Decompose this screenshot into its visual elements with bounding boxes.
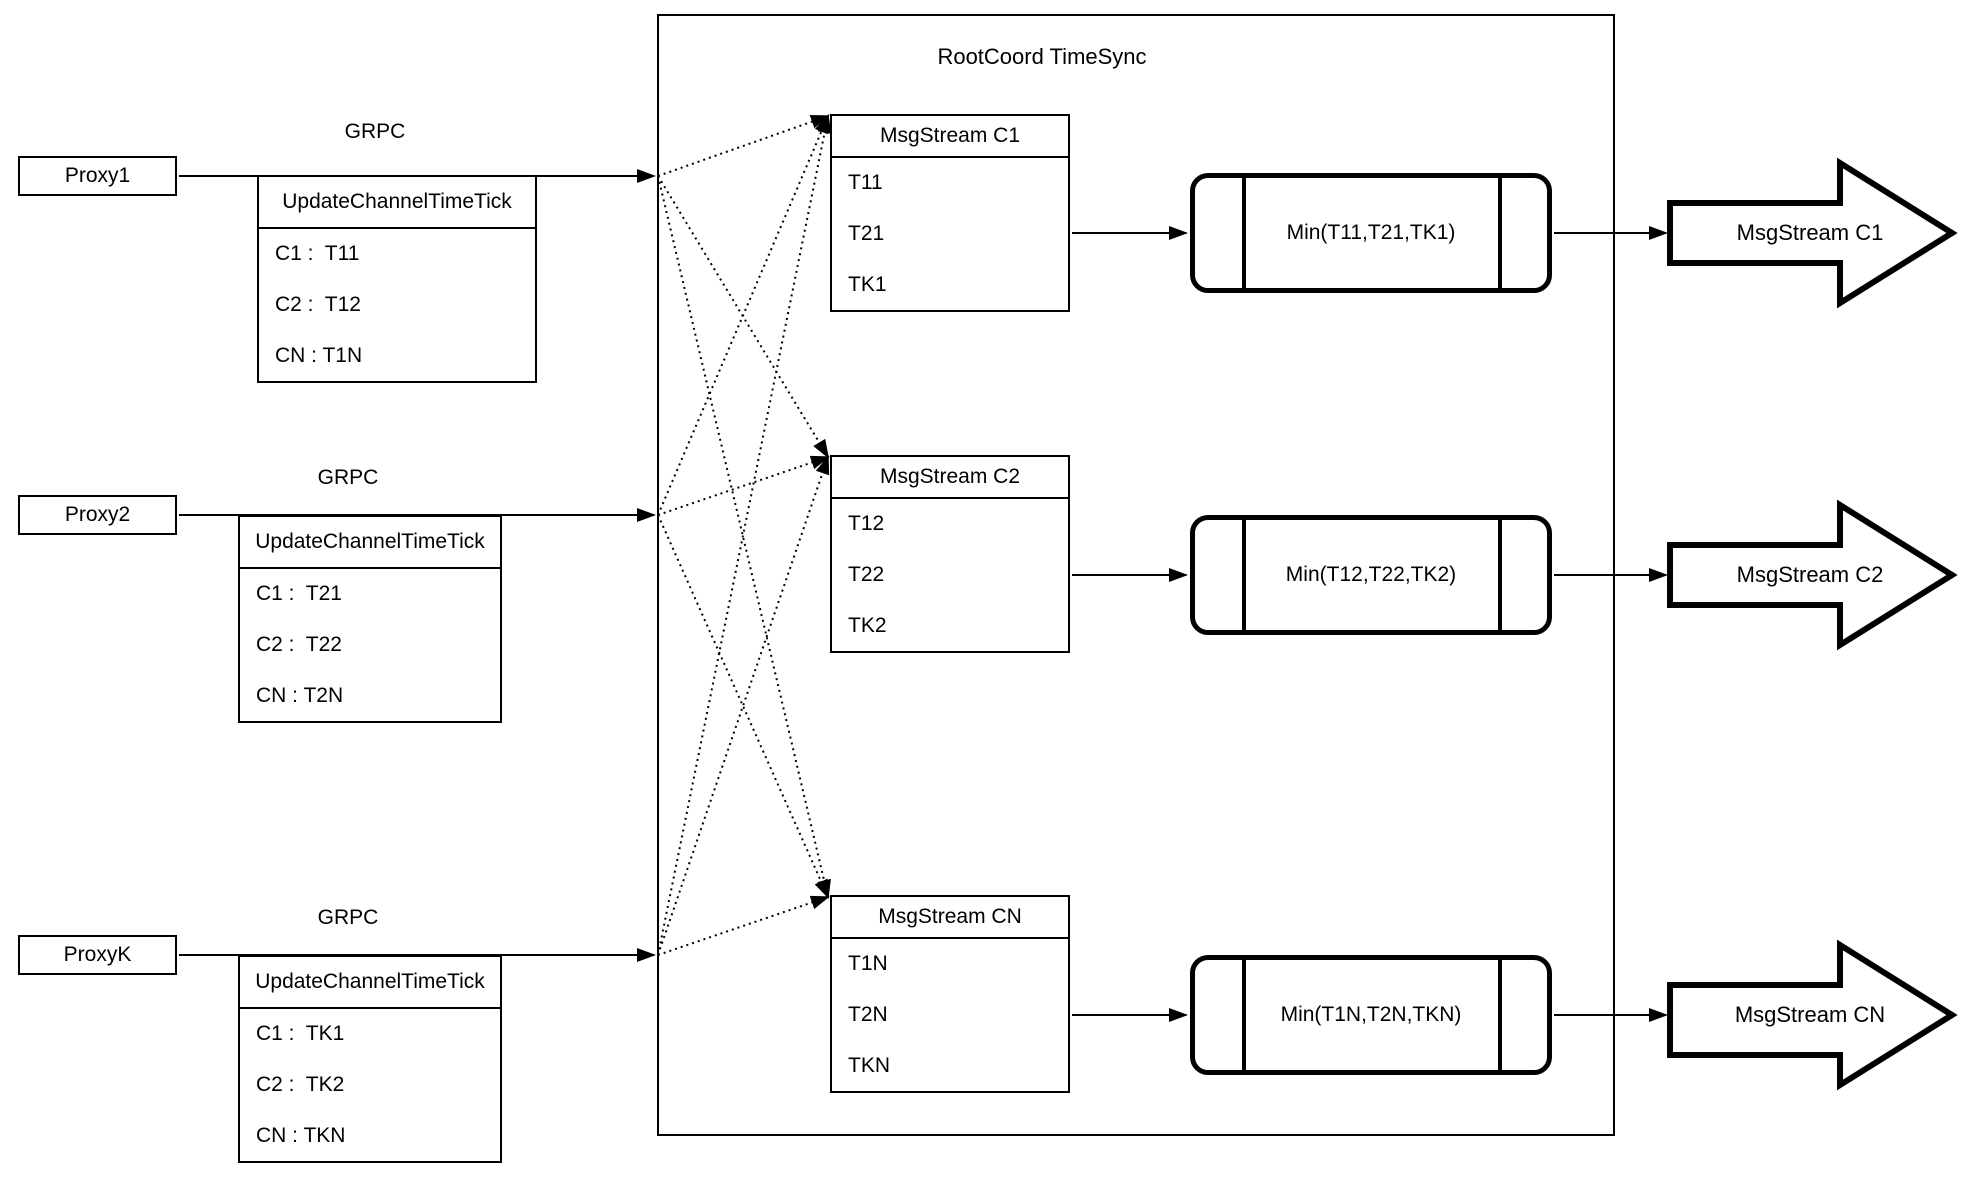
pill-divider-left [1242, 178, 1246, 288]
table-title: UpdateChannelTimeTick [240, 517, 500, 569]
table-row: T21 [848, 222, 885, 245]
pill-divider-right [1498, 178, 1502, 288]
table-row: C1 : T21 [256, 582, 342, 606]
table-row: C2 : T12 [275, 293, 361, 316]
table-row: TK2 [848, 613, 887, 637]
out-arrow-shape-c1 [1667, 157, 1958, 309]
table-row: T1N [848, 952, 888, 976]
table-row: TKN [848, 1053, 890, 1077]
out-arrow-label-c1: MsgStream C1 [1736, 220, 1884, 245]
out-arrow-label-cn: MsgStream CN [1734, 1002, 1886, 1027]
msgstream-c2-table: MsgStream C2 T12 T22 TK2 [830, 455, 1070, 653]
min-pill-c1: Min(T11,T21,TK1) [1190, 173, 1552, 293]
msgstream-c1-table: MsgStream C1 T11 T21 TK1 [830, 114, 1070, 312]
table-row: CN : TKN [256, 1123, 346, 1147]
update-channel-timetick-table-1: UpdateChannelTimeTick C1 : T11 C2 : T12 … [257, 175, 537, 383]
dotted-link-pk-c1 [657, 114, 832, 956]
grpc-label-1: GRPC [344, 120, 406, 143]
rootcoord-timesync-title: RootCoord TimeSync [937, 44, 1147, 69]
dotted-link-p1-c1 [657, 115, 830, 177]
pill-divider-right [1498, 520, 1502, 630]
table-row: T12 [848, 512, 885, 536]
table-row: T22 [848, 563, 885, 586]
table-row: T11 [848, 171, 883, 195]
table-row: T2N [848, 1003, 888, 1026]
update-channel-timetick-table-2: UpdateChannelTimeTick C1 : T21 C2 : T22 … [238, 515, 502, 723]
dotted-link-p1-c2 [657, 175, 830, 459]
dotted-link-pk-c2 [657, 455, 830, 956]
table-title: UpdateChannelTimeTick [240, 957, 500, 1009]
proxy-box-k: ProxyK [18, 935, 177, 975]
table-row: TK1 [848, 272, 887, 296]
proxy-label: Proxy2 [64, 503, 131, 526]
dotted-link-p2-cn [657, 514, 829, 899]
min-pill-c2: Min(T12,T22,TK2) [1190, 515, 1552, 635]
pill-divider-left [1242, 520, 1246, 630]
update-channel-timetick-table-3: UpdateChannelTimeTick C1 : TK1 C2 : TK2 … [238, 955, 502, 1163]
out-arrow-shape-cn [1667, 939, 1958, 1091]
pill-divider-left [1242, 960, 1246, 1070]
min-expression: Min(T11,T21,TK1) [1286, 221, 1456, 244]
grpc-label-2: GRPC [317, 466, 379, 489]
out-arrow-shape-c2 [1667, 499, 1958, 651]
table-row: C1 : TK1 [256, 1022, 345, 1046]
min-expression: Min(T1N,T2N,TKN) [1280, 1003, 1462, 1026]
proxy-box-2: Proxy2 [18, 495, 177, 535]
msgstream-cn-table: MsgStream CN T1N T2N TKN [830, 895, 1070, 1093]
proxy-label: ProxyK [63, 943, 132, 966]
table-row: C2 : TK2 [256, 1073, 345, 1096]
table-title: MsgStream CN [832, 897, 1068, 939]
proxy-label: Proxy1 [64, 164, 131, 187]
min-expression: Min(T12,T22,TK2) [1285, 563, 1457, 586]
dotted-link-p2-c1 [657, 114, 829, 516]
table-row: C2 : T22 [256, 633, 342, 656]
grpc-label-3: GRPC [317, 906, 379, 929]
dotted-link-pk-cn [657, 895, 830, 956]
out-arrow-label-c2: MsgStream C2 [1736, 562, 1884, 587]
dotted-link-p2-c2 [657, 455, 830, 516]
table-title: MsgStream C1 [832, 116, 1068, 158]
table-row: C1 : T11 [275, 242, 360, 266]
min-pill-cn: Min(T1N,T2N,TKN) [1190, 955, 1552, 1075]
proxy-box-1: Proxy1 [18, 156, 177, 196]
pill-divider-right [1498, 960, 1502, 1070]
table-row: CN : T2N [256, 683, 344, 707]
table-title: UpdateChannelTimeTick [259, 177, 535, 229]
table-row: CN : T1N [275, 343, 363, 367]
table-title: MsgStream C2 [832, 457, 1068, 499]
